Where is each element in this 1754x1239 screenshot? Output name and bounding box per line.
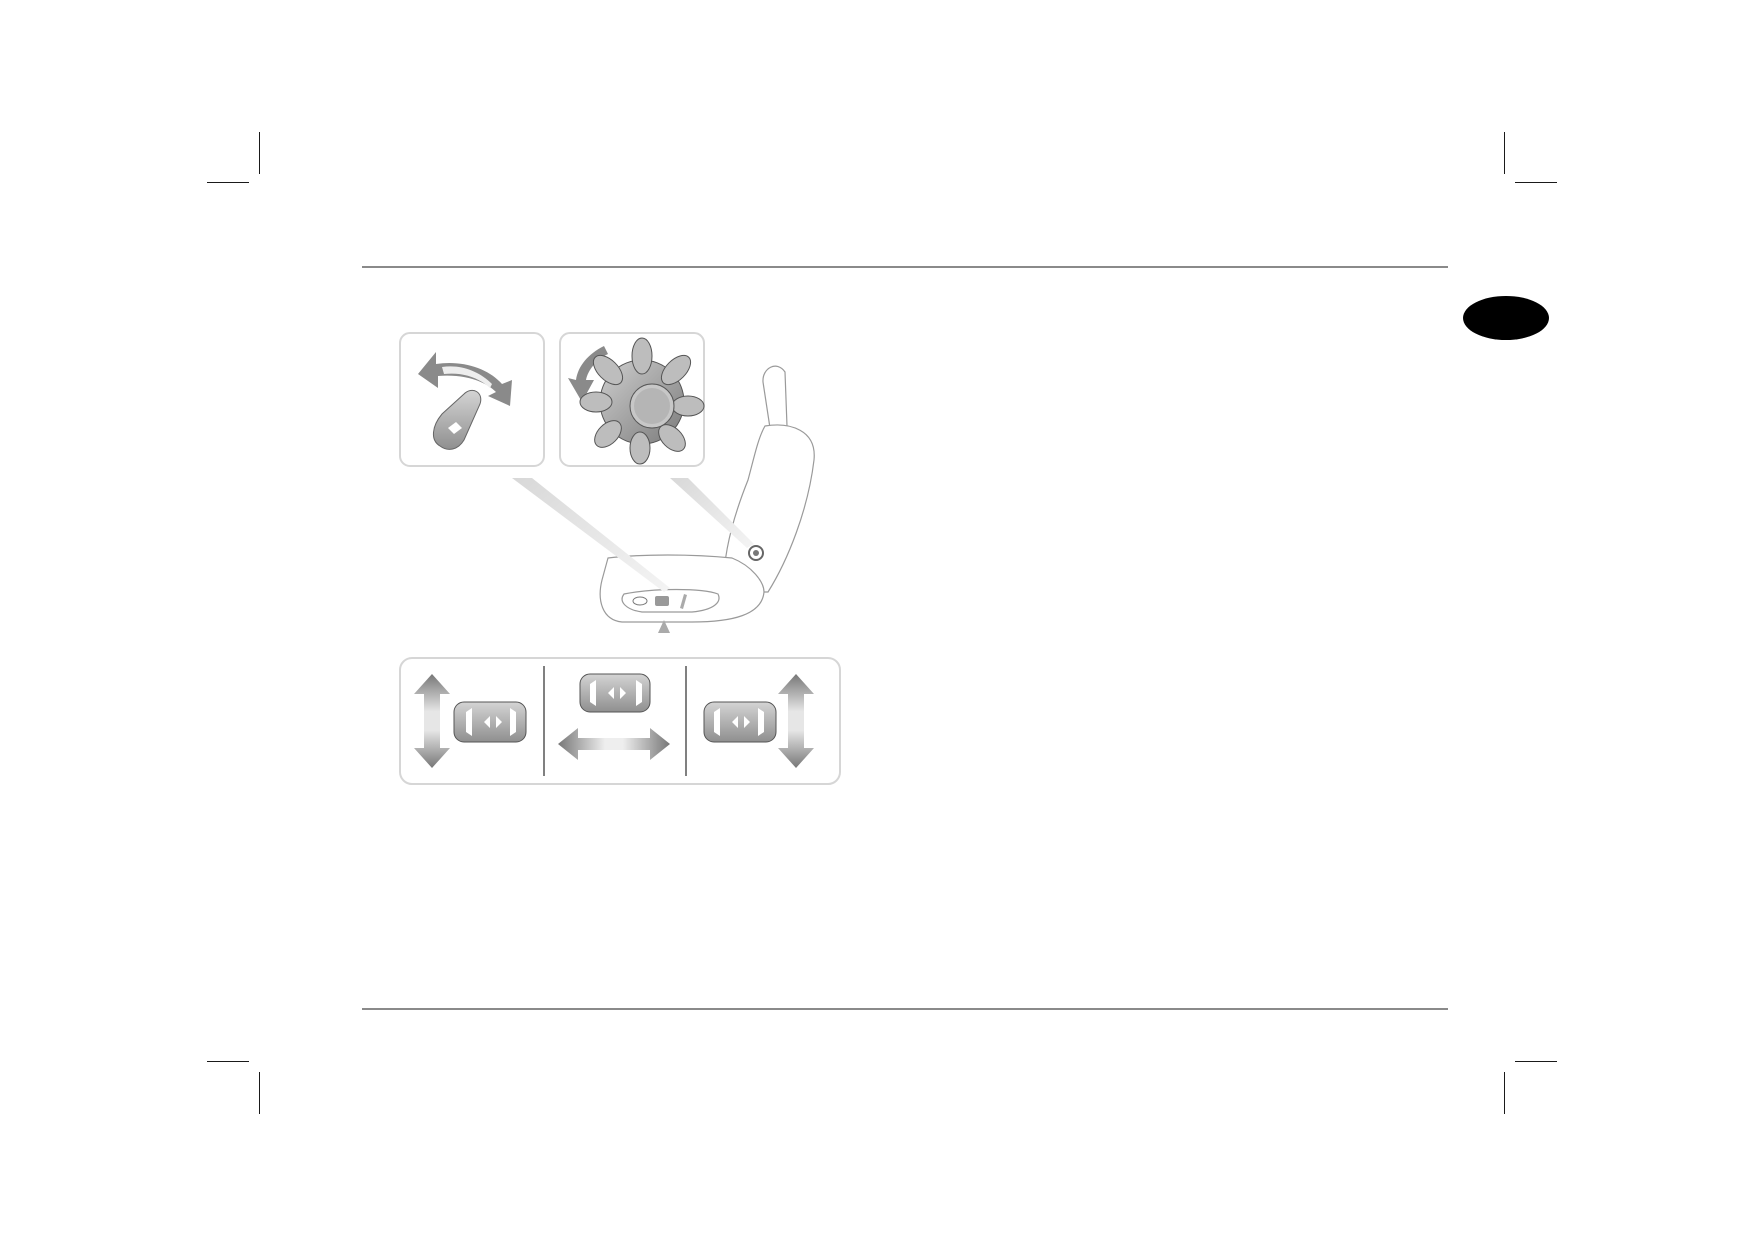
seat-control-switch-icon xyxy=(453,701,527,743)
seat-control-switch-icon xyxy=(703,701,777,743)
crop-mark-bottom-right-horizontal xyxy=(1515,1061,1557,1062)
seat-adjustment-figure xyxy=(399,332,841,785)
rocker-switch-icon xyxy=(433,389,482,450)
seat-control-switch-icon xyxy=(579,673,651,713)
crop-mark-bottom-left-horizontal xyxy=(207,1061,249,1062)
callout-beam-right xyxy=(670,478,754,548)
crop-mark-top-left-horizontal xyxy=(207,182,249,183)
seat-front-height-adjust xyxy=(414,674,527,768)
callout-beam-left xyxy=(512,478,670,592)
section-tab-marker xyxy=(1463,296,1549,340)
seat-side-controls xyxy=(632,545,764,609)
header-rule xyxy=(362,266,1448,268)
lumbar-knob-panel xyxy=(559,332,705,467)
crop-mark-top-left-vertical xyxy=(259,132,260,174)
crop-mark-bottom-left-vertical xyxy=(259,1072,260,1114)
backrest-switch-panel xyxy=(399,332,545,467)
crop-mark-top-right-horizontal xyxy=(1515,182,1557,183)
rotary-knob-icon xyxy=(579,337,705,465)
footer-rule xyxy=(362,1008,1448,1010)
curved-double-arrow-icon xyxy=(418,352,512,406)
seat-switch-panel xyxy=(399,657,841,785)
callout-pointer-bottom xyxy=(658,620,670,633)
crop-mark-top-right-vertical xyxy=(1504,132,1505,174)
seat-fore-aft-adjust xyxy=(558,673,670,760)
seat-rear-height-adjust xyxy=(703,674,814,768)
crop-mark-bottom-right-vertical xyxy=(1504,1072,1505,1114)
